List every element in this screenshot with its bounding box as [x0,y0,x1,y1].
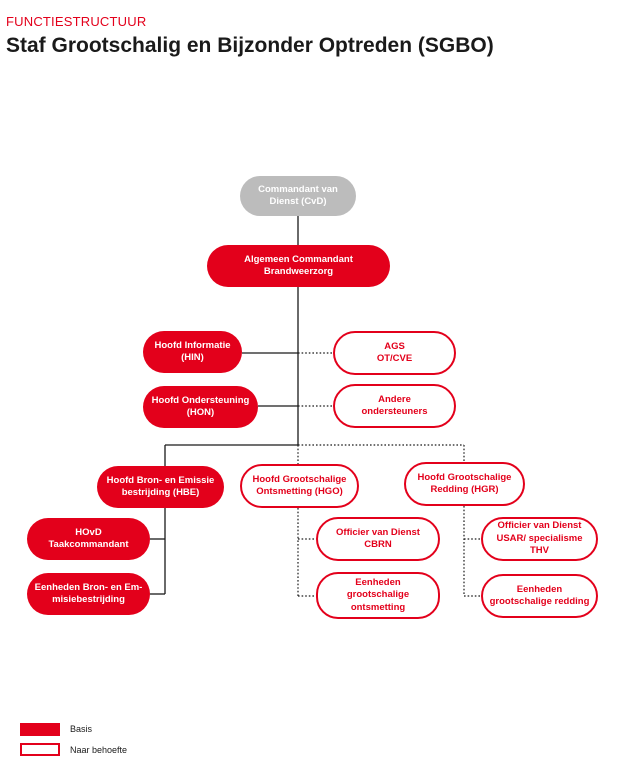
node-hoofd-bron-emissiebestrijding: Hoofd Bron- en Emissie bestrijding (HBE) [97,466,224,508]
node-hoofd-ondersteuning: Hoofd Ondersteuning (HON) [143,386,258,428]
node-officier-van-dienst-usar: Officier van Dienst USAR/ specialisme TH… [481,517,598,561]
node-officier-van-dienst-cbrn: Officier van Dienst CBRN [316,517,440,561]
legend-label-naar-behoefte: Naar behoefte [70,745,128,755]
page-title: Staf Grootschalig en Bijzonder Optreden … [6,34,494,57]
legend-swatch-naar-behoefte [20,743,60,756]
node-commandant-van-dienst: Commandant van Dienst (CvD) [240,176,356,216]
legend-label-basis: Basis [70,724,93,734]
legend-swatch-basis [20,723,60,736]
node-eenheden-grootschalige-redding: Eenheden grootschalige redding [481,574,598,618]
node-hoofd-informatie: Hoofd Informatie (HIN) [143,331,242,373]
node-andere-ondersteuners: Andere ondersteuners [333,384,456,428]
node-ags: AGS OT/CVE [333,331,456,375]
node-eenheden-bron-emissiebestrijding: Eenheden Bron- en Em- misiebestrijding [27,573,150,615]
node-algemeen-commandant-brandweerzorg: Algemeen Commandant Brandweerzorg [207,245,390,287]
node-eenheden-grootschalige-ontsmetting: Eenheden grootschalige ontsmetting [316,572,440,619]
node-hoofd-grootschalige-ontsmetting: Hoofd Grootschalige Ontsmetting (HGO) [240,464,359,508]
section-label: FUNCTIESTRUCTUUR [6,14,147,29]
node-hovd-taakcommandant: HOvD Taakcommandant [27,518,150,560]
node-hoofd-grootschalige-redding: Hoofd Grootschalige Redding (HGR) [404,462,525,506]
